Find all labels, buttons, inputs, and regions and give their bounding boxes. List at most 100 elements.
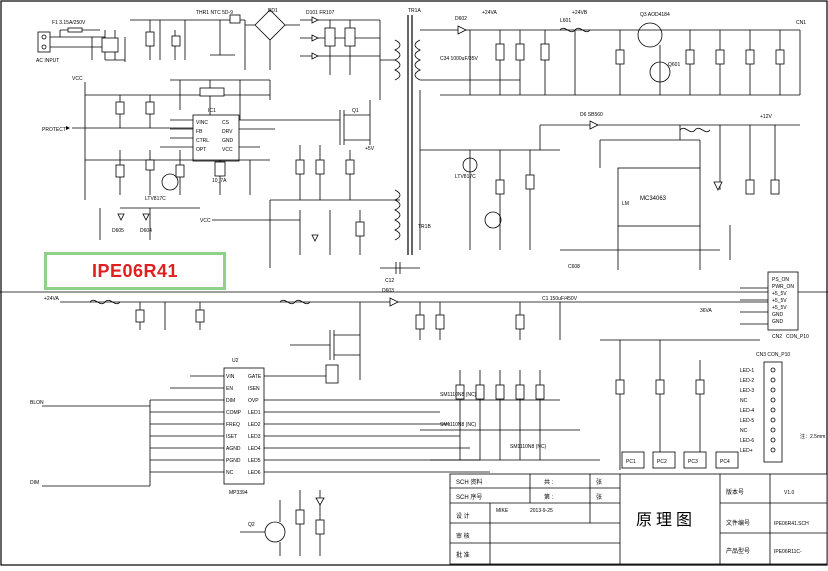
model-label-box: IPE06R41: [44, 252, 226, 290]
zhang-2: 张: [596, 493, 602, 501]
net-dim: DIM: [30, 480, 39, 486]
svg-text:10_7A: 10_7A: [212, 178, 227, 184]
design-date: 2013-9-25: [530, 508, 553, 514]
led-pin-7: NC: [740, 428, 748, 434]
sch-ziliao: SCH 资料: [456, 478, 482, 486]
pizhun-label: 批 准: [456, 551, 470, 559]
svg-text:SM1110N8 (NC): SM1110N8 (NC): [440, 422, 477, 428]
pin-6: GND: [772, 312, 784, 318]
svg-text:CS: CS: [222, 120, 230, 126]
svg-text:PGND: PGND: [226, 458, 241, 464]
output-24v-section: D602 +24VA +24VB C34 1000uF/35V L601 Q3 …: [420, 10, 806, 96]
cap-bulk-label: C1 150uF/450V: [542, 296, 578, 302]
test-pads: PC1 PC2 PC3 PC4: [621, 451, 739, 469]
pad-3: PC3: [688, 459, 698, 465]
connector-header-a: CN2: [772, 334, 782, 340]
product-no: IPE06R11C-: [774, 549, 802, 555]
svg-text:D605: D605: [112, 228, 124, 234]
svg-text:C608: C608: [568, 264, 580, 270]
svg-text:LED4: LED4: [248, 446, 261, 452]
svg-text:EN: EN: [226, 386, 233, 392]
net-12v: +12V: [760, 114, 772, 120]
led-pin-9: LED+: [740, 448, 753, 454]
svg-text:BD1: BD1: [268, 8, 278, 14]
pad-1: PC1: [626, 459, 636, 465]
svg-text:DIM: DIM: [226, 398, 235, 404]
svg-text:Q601: Q601: [668, 62, 680, 68]
svg-text:FB: FB: [196, 129, 203, 135]
net-blon: BLON: [30, 400, 44, 406]
led-pin-4: NC: [740, 398, 748, 404]
svg-text:LTV817C: LTV817C: [455, 174, 476, 180]
svg-text:D604: D604: [140, 228, 152, 234]
svg-text:SM1110N8 (NC): SM1110N8 (NC): [440, 392, 477, 398]
fuse-label: F1 3.15A/250V: [52, 20, 86, 26]
svg-text:CTRL: CTRL: [196, 138, 209, 144]
file-no: IPE06R41.SCH: [774, 521, 809, 527]
led-pin-2: LED-2: [740, 378, 754, 384]
di-label: 第 :: [544, 493, 554, 501]
gong-label: 共 :: [544, 478, 554, 486]
svg-text:C12: C12: [385, 278, 394, 284]
ac-input-connector: [37, 31, 51, 53]
sch-xuhao: SCH 序号: [456, 493, 482, 501]
led-connector: LED-1 LED-2 LED-3 NC LED-4 LED-5 NC LED-…: [740, 352, 825, 463]
svg-text:VIN: VIN: [226, 374, 235, 380]
diode-top-label: D101 FR107: [306, 10, 335, 16]
q-led: [264, 521, 286, 543]
svg-text:ISET: ISET: [226, 434, 237, 440]
cap-24-label: C34 1000uF/35V: [440, 56, 478, 62]
svg-text:OPT: OPT: [196, 147, 206, 153]
svg-text:TR1A: TR1A: [408, 8, 421, 14]
q-led-label: Q2: [248, 522, 255, 528]
pin-5: +5_5V: [772, 305, 787, 311]
thermistor-label: THR1 NTC 5D-9: [196, 10, 233, 16]
led-driver-ic-label: U2: [232, 358, 239, 364]
svg-text:NC: NC: [226, 470, 234, 476]
svg-text:L601: L601: [560, 18, 571, 24]
net-24vb: +24VB: [572, 10, 588, 16]
ac-input-section: AC INPUT F1 3.15A/250V THR1 NTC 5D-9 BD1…: [36, 8, 395, 100]
svg-text:COMP: COMP: [226, 410, 242, 416]
svg-text:OVP: OVP: [248, 398, 259, 404]
svg-text:DRV: DRV: [222, 129, 233, 135]
svg-text:GND: GND: [222, 138, 234, 144]
version: V1.0: [784, 490, 795, 496]
transformer: TR1A TR1B C12: [380, 8, 431, 284]
designer: MIKE: [496, 508, 509, 514]
led-driver-ic: [223, 367, 265, 485]
svg-text:VCC: VCC: [222, 147, 233, 153]
output-12v-section: LTV817C D6 SB560 +12V MC34063 LM C608: [419, 90, 800, 270]
svg-text:LED3: LED3: [248, 434, 261, 440]
vcc-label-b: VCC: [200, 218, 211, 224]
wenjian-label: 文件编号: [726, 519, 750, 527]
dc-dc-lm: LM: [622, 201, 629, 207]
pin-1: PS_ON: [772, 277, 789, 283]
led-pin-6: LED-5: [740, 418, 754, 424]
ac-input-label: AC INPUT: [36, 58, 59, 64]
svg-text:AGND: AGND: [226, 446, 241, 452]
title-block: SCH 资料 SCH 序号 共 : 张 第 : 张 设 计 MIKE 2013-…: [449, 473, 828, 565]
shenhe-label: 审 核: [456, 532, 470, 540]
power-connector: PS_ON PWR_ON +5_5V +5_5V +5_5V GND GND C…: [740, 271, 809, 340]
mos-led-label: Q3 AOD4184: [640, 12, 670, 18]
svg-text:D603: D603: [382, 288, 394, 294]
diode-12-label: D6 SB560: [580, 112, 603, 118]
led-driver-ic-name: MP3394: [229, 490, 248, 496]
svg-text:LTV817C: LTV817C: [145, 196, 166, 202]
banben-label: 版本号: [726, 488, 744, 496]
svg-text:LED1: LED1: [248, 410, 261, 416]
pad-4: PC4: [720, 459, 730, 465]
led-pin-3: LED-3: [740, 388, 754, 394]
pin-3: +5_5V: [772, 291, 787, 297]
svg-text:VINC: VINC: [196, 120, 208, 126]
main-mosfet-label: Q1: [352, 108, 359, 114]
svg-text:+5V: +5V: [365, 146, 375, 152]
net-24va: +24VA: [482, 10, 497, 16]
chanpin-label: 产品型号: [726, 547, 750, 555]
pad-2: PC2: [657, 459, 667, 465]
led-pin-1: LED-1: [740, 368, 754, 374]
svg-text:SM1110N8 (NC): SM1110N8 (NC): [510, 444, 547, 450]
